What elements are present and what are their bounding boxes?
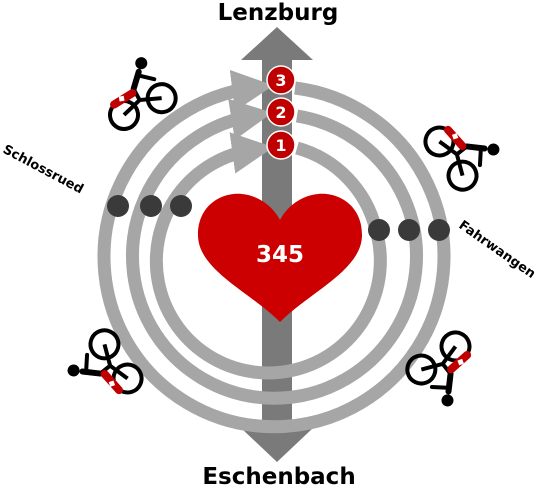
ring-badges: 3 2 1 <box>266 65 296 160</box>
label-west: Schlossrued <box>0 142 86 197</box>
bike-rider-icon <box>58 323 145 410</box>
ring-outer <box>97 69 451 434</box>
heart: 345 <box>198 193 362 322</box>
ring-arrows <box>97 69 451 434</box>
label-east: Fahrwangen <box>456 218 538 282</box>
badge-ring-3: 3 <box>275 71 286 90</box>
east-dots <box>368 219 450 241</box>
west-dots <box>107 195 192 217</box>
center-value: 345 <box>256 242 304 268</box>
label-north: Lenzburg <box>218 0 339 26</box>
badge-ring-1: 1 <box>275 136 286 155</box>
ring-inner <box>149 132 387 380</box>
badge-ring-2: 2 <box>275 103 286 122</box>
ring-middle <box>126 98 423 405</box>
label-south: Eschenbach <box>202 464 355 489</box>
bike-rider-icon <box>400 329 487 416</box>
